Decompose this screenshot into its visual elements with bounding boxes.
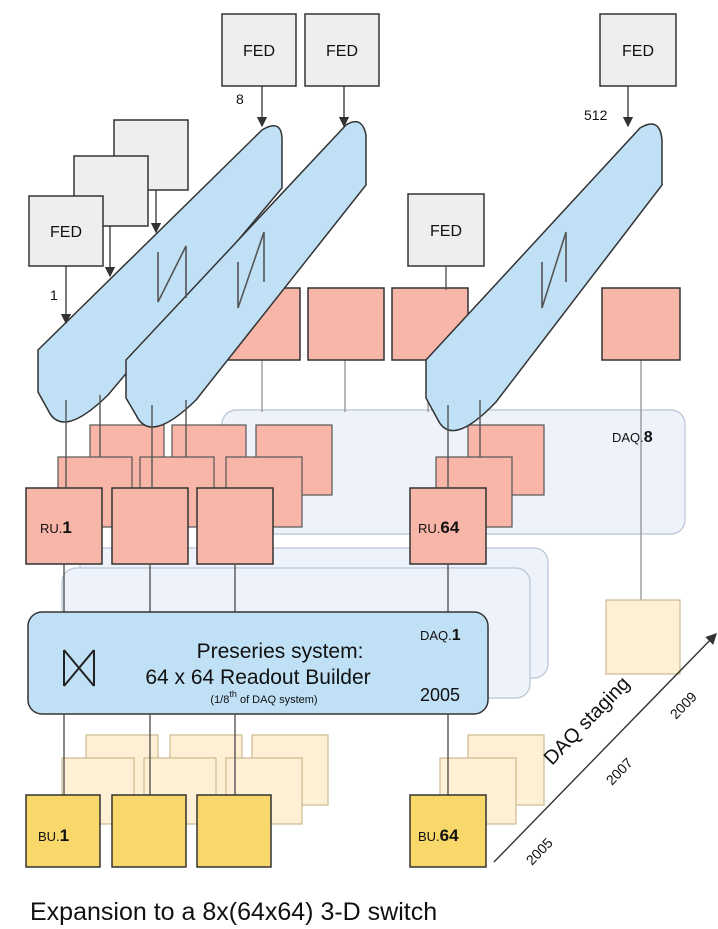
fed-9 [304,13,380,87]
preseries-switch [27,611,489,715]
crossbar-icon [63,649,95,687]
switch-to-ru-lines [65,395,481,488]
fed-512 [599,13,677,87]
ru-1 [25,487,103,565]
bu-1-label: BU.1 [38,826,69,845]
ru-3 [196,487,274,565]
ru-to-switch-lines [63,564,449,612]
preseries-subtitle: 64 x 64 Readout Builder [145,666,370,689]
fed-512-index: 512 [584,107,608,123]
preseries-fraction: (1/8th of DAQ system) [210,689,317,706]
fed-builder-switch-2 [125,120,367,428]
staging-year-2009: 2009 [667,688,700,722]
fed-512-label: FED [622,43,654,60]
fed-builder-switch-3 [425,123,663,432]
caption: Expansion to a 8x(64x64) 3-D switch [30,898,437,926]
staging-axis [493,632,717,863]
fed-8-label: FED [243,43,275,60]
ru-1-label: RU.1 [40,518,72,537]
ru-slice2-2 [307,287,385,361]
diag-crossbar-icon-2 [237,231,265,309]
bu-64 [409,794,487,868]
diag-crossbar-icon-1 [157,245,187,303]
bu-1 [25,794,101,868]
ru-slice8 [601,287,681,361]
preseries-title: Preseries system: [197,640,364,663]
fed-8-index: 8 [236,91,244,107]
diag-crossbar-icon-3 [541,231,567,309]
daq-slice-8-label: DAQ.8 [612,429,653,446]
bu-stack [61,734,545,825]
fed-mid-label: FED [430,223,462,240]
bu-slice8 [605,599,681,675]
bu-3 [196,794,272,868]
staging-title: DAQ staging [540,673,635,770]
fed-1 [28,195,104,267]
ru-64-label: RU.64 [418,518,460,537]
fed-1-index: 1 [50,287,58,303]
switch-to-bu-lines [63,714,449,795]
fed-8 [221,13,297,87]
ru-2 [111,487,189,565]
fed-builder-switch-1 [37,125,283,423]
preseries-year: 2005 [420,685,460,705]
fed-9-label: FED [326,43,358,60]
daq-1-label: DAQ.1 [420,627,461,644]
bu-64-label: BU.64 [418,826,459,845]
staging-year-2005: 2005 [523,834,556,868]
fed-mid [407,193,485,267]
staging-year-2007: 2007 [603,754,636,788]
bu-2 [111,794,187,868]
fed-1-label: FED [50,224,82,241]
